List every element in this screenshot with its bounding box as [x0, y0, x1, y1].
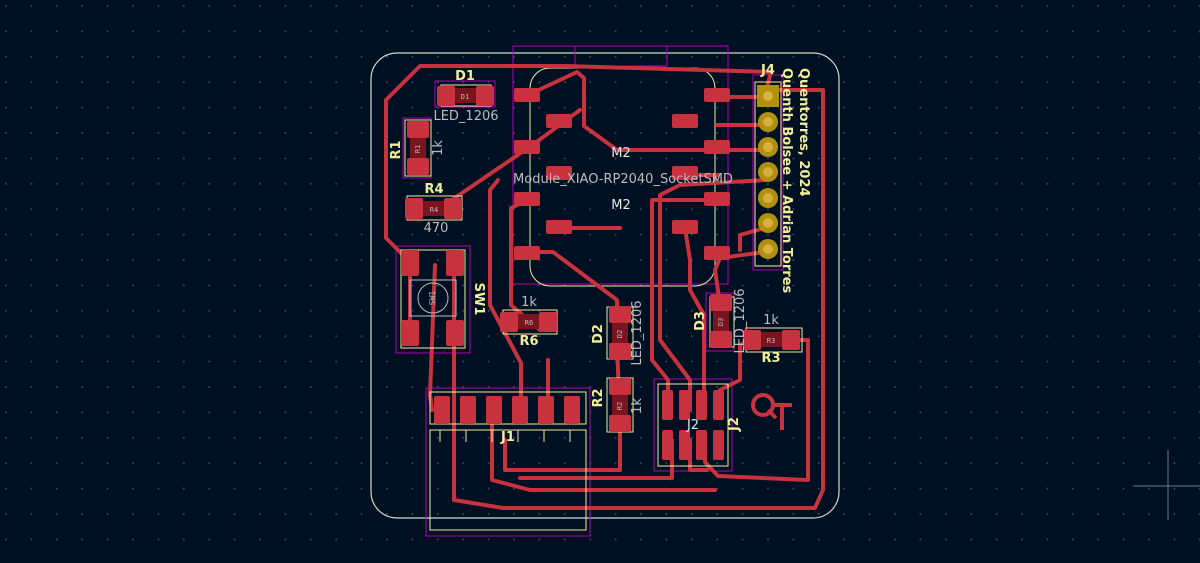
r2-pad [609, 415, 631, 432]
r3-pad-mark: R3 [767, 337, 775, 345]
trace [738, 226, 767, 252]
author-line-1: Quentorres, 2024 [796, 68, 811, 197]
r6-body [518, 314, 539, 329]
d1-pad-mark: D1 [461, 93, 469, 101]
d1-value: LED_1206 [433, 109, 498, 124]
d3-body [713, 311, 729, 331]
m2-fab-ref: M2 [611, 198, 631, 213]
r1-pad [407, 158, 429, 175]
r3-ref: R3 [761, 351, 780, 366]
r3-pad [782, 330, 800, 350]
trace [713, 250, 767, 307]
r4-pad [405, 198, 423, 219]
r4-body [423, 201, 444, 216]
sw1-fab-ref: SW1 [428, 291, 437, 306]
trace [658, 178, 767, 412]
r1-body [410, 138, 426, 158]
r6-pad [539, 312, 557, 332]
r2-pad [609, 378, 631, 395]
r4-pad-mark: R4 [430, 206, 438, 214]
j1-courtyard [425, 387, 591, 537]
trace [503, 438, 622, 472]
sw1-pad [446, 320, 464, 346]
r4-pad [444, 198, 462, 219]
j1-ref: J1 [500, 430, 515, 445]
r2-body [612, 395, 628, 415]
trace [526, 70, 719, 152]
d2-pad [609, 343, 631, 360]
d3-pad-mark: D3 [717, 318, 725, 326]
r6-value: 1k [521, 295, 537, 310]
trace [490, 408, 717, 492]
r2-value: 1k [630, 398, 645, 414]
d1-pad [476, 86, 494, 106]
j4-pins [757, 85, 779, 259]
j2-silk [657, 383, 729, 467]
j1-silk-top [429, 391, 587, 425]
qt-logo [751, 393, 792, 430]
trace [452, 88, 825, 510]
j4-silk [754, 81, 782, 267]
d1-ref: D1 [455, 69, 475, 84]
d2-pad-mark: D2 [616, 330, 624, 338]
r6-pad-mark: R6 [525, 319, 533, 327]
qt-logo-text: QT [900, 559, 902, 561]
j1-silk-ticks [439, 430, 571, 442]
trace [683, 226, 706, 412]
sw1-pad [401, 250, 419, 276]
r2-pad-mark: R2 [616, 402, 624, 410]
j4-ref: J4 [760, 63, 775, 78]
r1-ref: R1 [389, 140, 404, 159]
j1-pads [434, 396, 580, 424]
m2-ref: M2 [611, 146, 631, 161]
r4-ref: R4 [424, 182, 443, 197]
j2-ref: J2 [727, 417, 742, 432]
d3-value: LED_1206 [733, 288, 748, 353]
j4-courtyard [752, 74, 784, 271]
d1-body [455, 88, 476, 103]
d2-value: LED_1206 [630, 300, 645, 365]
cursor-crosshair [1133, 450, 1200, 520]
d3-pad [710, 294, 732, 311]
sw1-pad [446, 250, 464, 276]
author-line-2: Quenth Bolsee + Adrian Torres [779, 68, 794, 293]
d2-body [612, 323, 628, 343]
r3-body [761, 332, 782, 347]
sw1-ref: SW1 [471, 283, 486, 316]
d1-courtyard [434, 80, 496, 108]
m2-value: Module_XIAO-RP2040_SocketSMD [513, 172, 733, 187]
board-edge [370, 52, 840, 519]
r6-ref: R6 [519, 334, 538, 349]
r3-value: 1k [763, 313, 779, 328]
j2-fab-ref: J2 [686, 418, 699, 433]
sw1-pad [401, 320, 419, 346]
trace [384, 64, 773, 270]
sw1-actuator [417, 282, 449, 314]
sw1-silk [400, 249, 466, 349]
sw1-body [409, 279, 457, 317]
m2-pads [514, 88, 730, 260]
r4-value: 470 [424, 221, 449, 236]
trace [488, 178, 523, 412]
d1-pad [437, 86, 455, 106]
r1-silk [404, 119, 432, 177]
r1-pad-mark: R1 [414, 145, 422, 153]
r6-pad [500, 312, 518, 332]
j1-silk-body [429, 429, 587, 531]
j2-pads [662, 390, 724, 460]
r1-value: 1k [431, 140, 446, 156]
d3-pad [710, 331, 732, 348]
d2-pad [609, 306, 631, 323]
r1-pad [407, 121, 429, 138]
r3-pad [743, 330, 761, 350]
r2-ref: R2 [591, 388, 606, 407]
d3-ref: D3 [693, 311, 708, 331]
d2-ref: D2 [591, 324, 606, 344]
